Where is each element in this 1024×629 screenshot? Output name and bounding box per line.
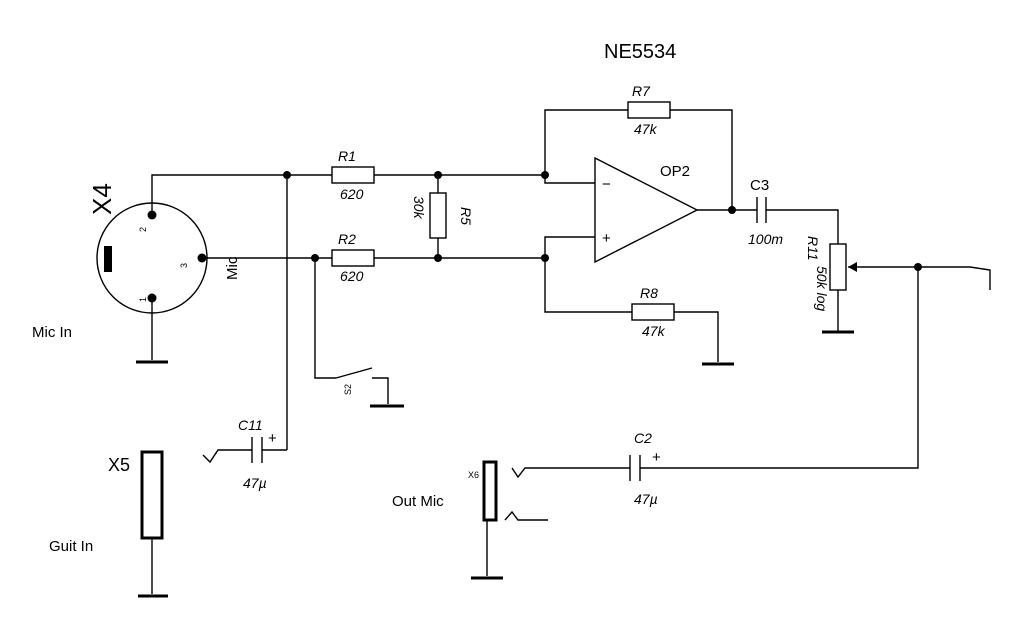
ground-symbols [136, 330, 854, 598]
c3-value: 100m [748, 231, 783, 247]
potentiometer-r11: R11 50k log [805, 236, 860, 311]
capacitor-c11: + C11 47µ [238, 417, 277, 491]
resistor-r2: R2 620 [331, 231, 375, 284]
x6-ref: X6 [468, 470, 479, 480]
c3-ref: C3 [750, 177, 769, 194]
x6-label: Out Mic [392, 493, 444, 510]
connector-x5: X5 Guit In [49, 450, 164, 555]
switch-s2: S2 [343, 384, 353, 395]
xlr-latch [104, 246, 112, 272]
r2-value: 620 [340, 268, 364, 284]
c2-value: 47µ [634, 491, 658, 507]
x5-label: Guit In [49, 538, 93, 555]
r7-ref: R7 [632, 83, 651, 99]
opamp-op2: − + OP2 [594, 156, 699, 264]
c11-ref: C11 [238, 417, 263, 433]
chip-title: NE5534 [604, 41, 676, 63]
x4-pin-label: Mic [224, 256, 241, 280]
x4-pin-2: 2 [138, 227, 148, 232]
connector-x6: X6 Out Mic [392, 460, 498, 522]
s2-ref: S2 [343, 384, 353, 395]
r2-ref: R2 [338, 231, 356, 247]
r1-value: 620 [340, 186, 364, 202]
x4-pin-1: 1 [138, 297, 148, 302]
junction-dots [283, 171, 922, 271]
r7-value: 47k [634, 121, 658, 137]
resistor-r8: R8 47k [631, 285, 675, 339]
x4-ref: X4 [87, 183, 117, 215]
c2-polarity: + [652, 449, 661, 466]
r5-value: 30k [411, 196, 427, 220]
c2-ref: C2 [634, 430, 652, 446]
r5-ref: R5 [458, 207, 474, 225]
connector-x4: 2 1 3 Mic X4 Mic In [32, 183, 241, 341]
x4-label: Mic In [32, 324, 72, 341]
x4-pin-3: 3 [179, 263, 189, 268]
r8-ref: R8 [640, 285, 658, 301]
wires [151, 109, 991, 594]
resistor-r5: R5 30k [411, 192, 474, 239]
r11-ref: R11 [805, 236, 821, 261]
capacitor-c3: C3 100m [748, 177, 783, 247]
resistor-r7: R7 47k [627, 83, 671, 137]
c11-value: 47µ [243, 475, 267, 491]
r11-value: 50k log [814, 266, 830, 311]
c11-polarity: + [268, 430, 277, 447]
x5-ref: X5 [108, 455, 130, 475]
opamp-name: OP2 [660, 163, 690, 180]
r1-ref: R1 [338, 148, 356, 164]
opamp-plus: + [602, 230, 611, 247]
r8-value: 47k [642, 323, 666, 339]
opamp-minus: − [602, 176, 611, 193]
capacitor-c2: + C2 47µ [629, 430, 664, 507]
resistor-r1: R1 620 [331, 148, 375, 202]
